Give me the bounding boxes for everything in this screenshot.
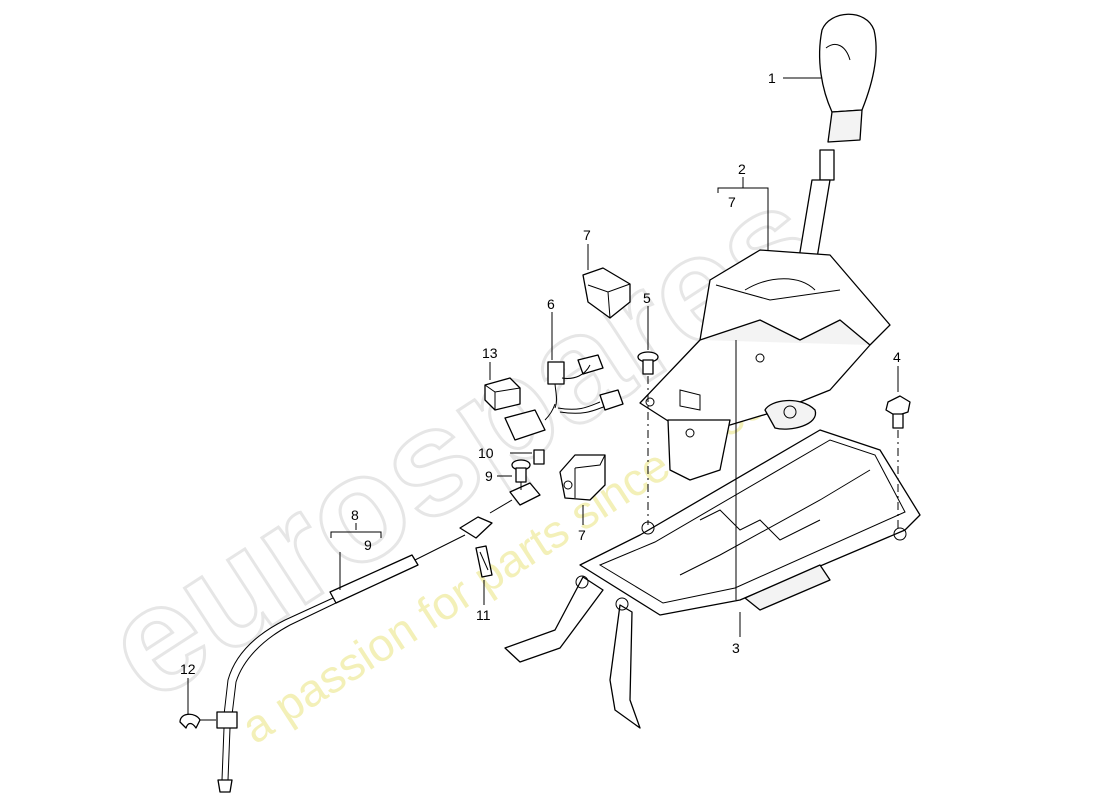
callout-2: 2 — [738, 161, 746, 177]
callout-7-top: 7 — [583, 227, 591, 243]
leader-lines — [187, 77, 899, 715]
callout-2-sub: 7 — [728, 194, 736, 210]
retaining-clip-part-12 — [179, 713, 216, 729]
callout-9: 9 — [485, 468, 493, 484]
shifter-assembly-part — [639, 179, 891, 481]
clip-part-11 — [475, 545, 493, 578]
callouts: 1 2 7 3 4 5 6 7 7 8 9 9 10 11 12 13 — [180, 70, 901, 677]
callout-7-bottom: 7 — [578, 527, 586, 543]
base-tray-part — [504, 429, 921, 729]
callout-13: 13 — [482, 345, 498, 361]
callout-3: 3 — [732, 640, 740, 656]
wiring-harness-part — [504, 354, 624, 441]
callout-4: 4 — [893, 349, 901, 365]
callout-5: 5 — [643, 290, 651, 306]
switch-part-7-bottom — [559, 454, 606, 501]
callout-8: 8 — [351, 507, 359, 523]
switch-part-7-top — [582, 267, 631, 319]
callout-8-sub: 9 — [364, 537, 372, 553]
callout-12: 12 — [180, 661, 196, 677]
callout-1: 1 — [768, 70, 776, 86]
block-part-13 — [484, 377, 521, 411]
sleeve-part-10 — [533, 449, 545, 465]
callout-11: 11 — [476, 607, 491, 623]
bolt-part-5 — [637, 351, 659, 375]
gear-knob-part — [818, 13, 877, 181]
screw-part-4 — [885, 395, 911, 429]
callout-6: 6 — [547, 296, 555, 312]
callout-10: 10 — [478, 445, 494, 461]
shift-cable-part — [216, 482, 541, 793]
